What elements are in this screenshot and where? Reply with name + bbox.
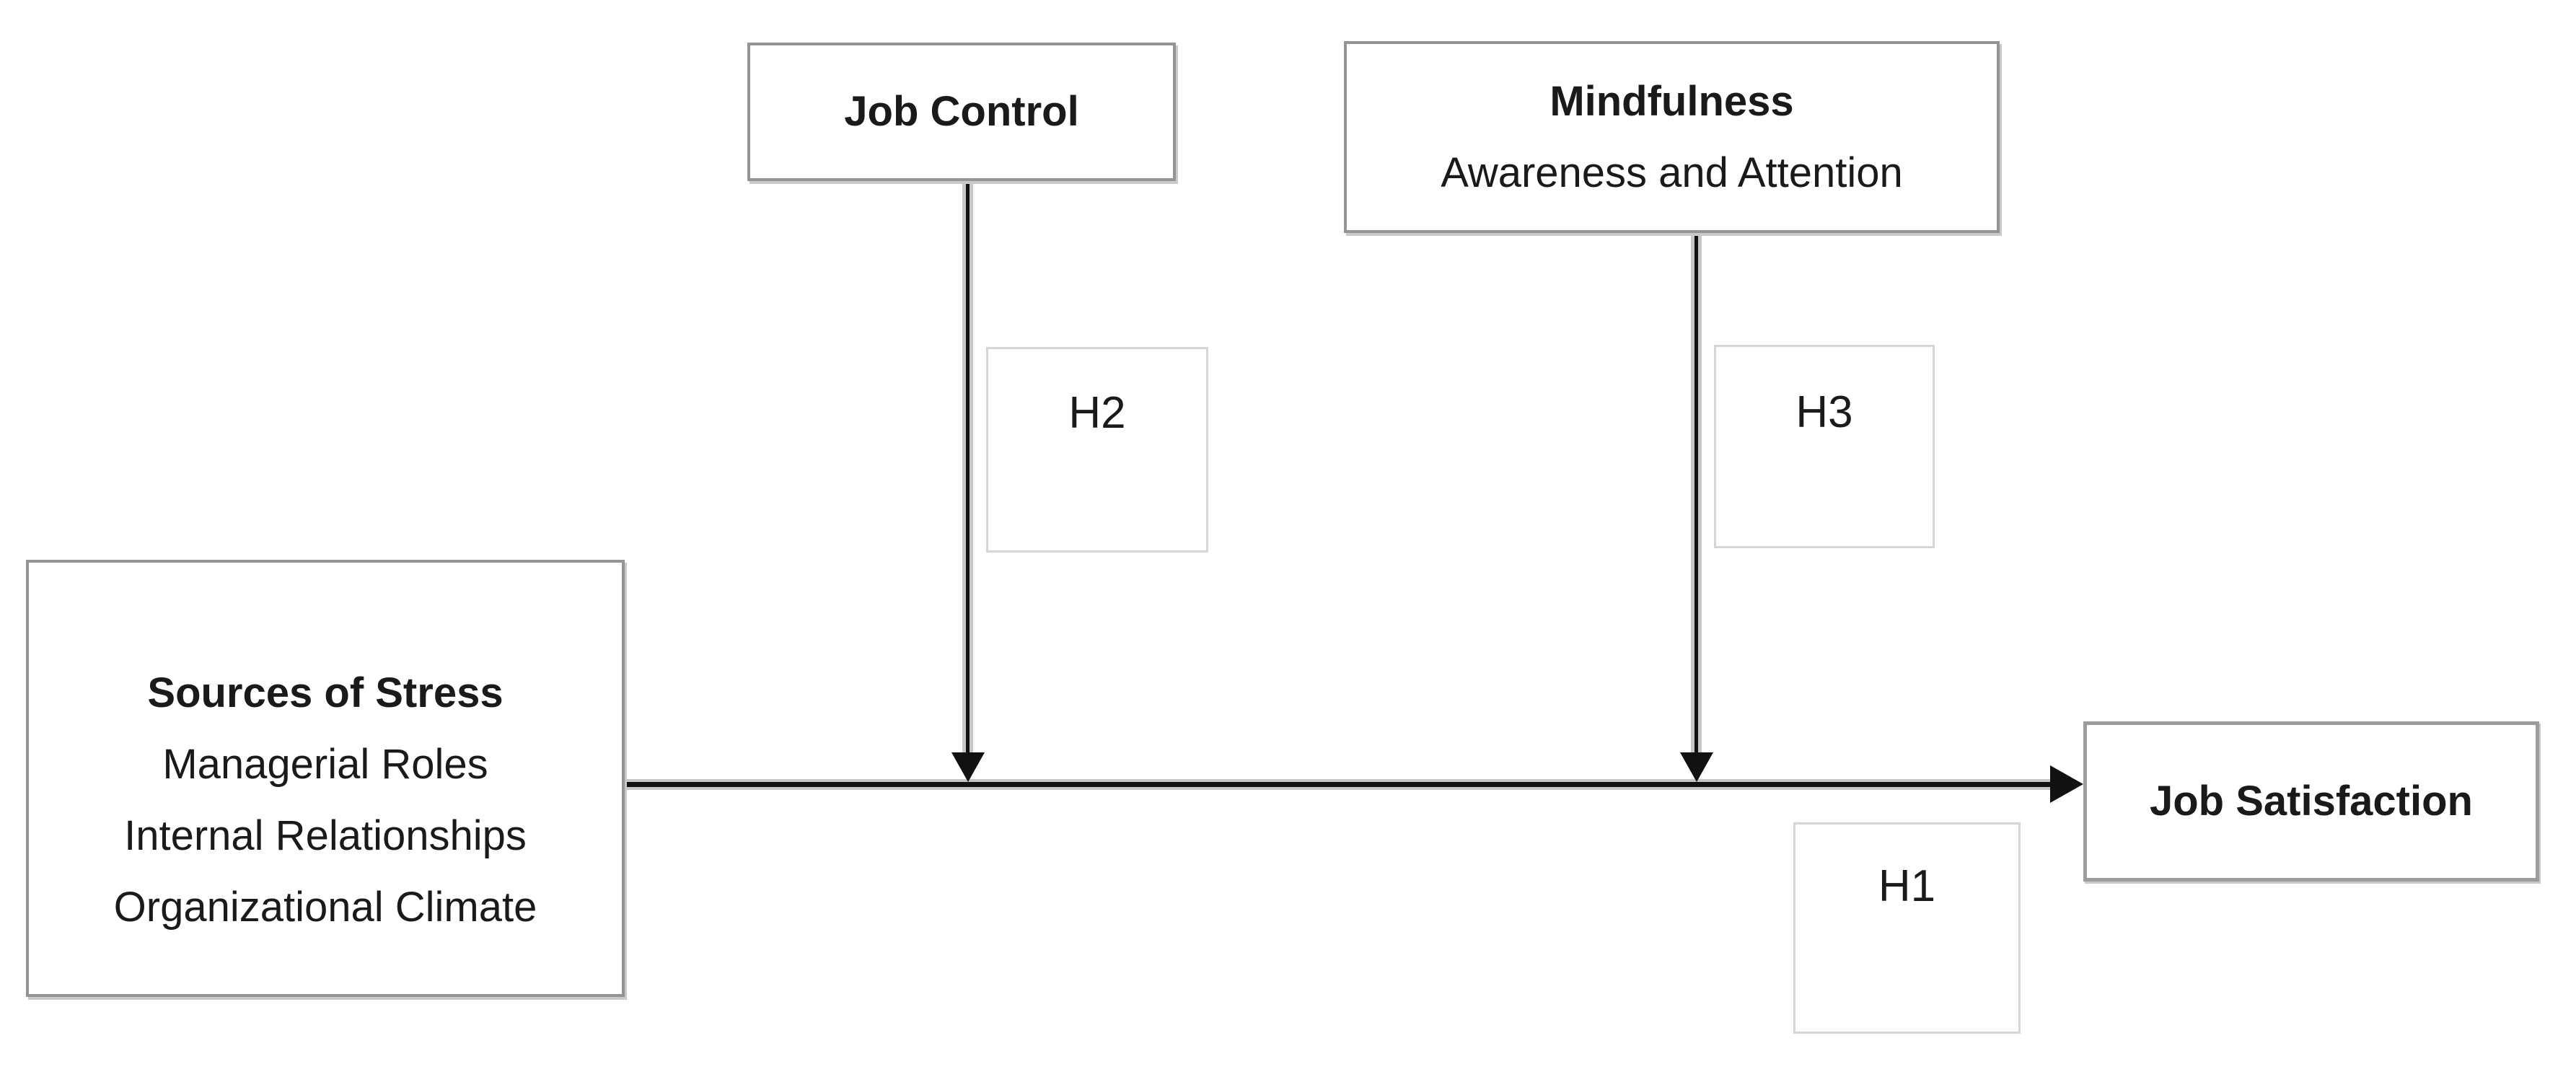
mindfulness-box: Mindfulness Awareness and Attention	[1344, 41, 2000, 233]
sources-of-stress-text: Sources of Stress Managerial Roles Inter…	[114, 657, 537, 943]
sources-of-stress-line: Organizational Climate	[113, 884, 537, 931]
sources-of-stress-line: Internal Relationships	[124, 812, 527, 859]
job-satisfaction-label: Job Satisfaction	[2150, 778, 2473, 825]
mindfulness-title: Mindfulness	[1549, 78, 1794, 125]
job-control-label: Job Control	[844, 88, 1079, 135]
mindfulness-text: Mindfulness Awareness and Attention	[1441, 66, 1903, 208]
mindfulness-moderator-arrow-line	[1691, 233, 1702, 752]
hypothesis-h1-label: H1	[1878, 861, 1936, 911]
hypothesis-h3-label: H3	[1795, 387, 1853, 437]
job-control-moderator-arrow-line	[962, 181, 973, 752]
sources-of-stress-line: Managerial Roles	[162, 741, 488, 788]
job-satisfaction-box: Job Satisfaction	[2083, 721, 2539, 882]
hypothesis-h2-box: H2	[986, 347, 1208, 553]
sources-of-stress-box: Sources of Stress Managerial Roles Inter…	[26, 560, 625, 997]
sources-of-stress-title: Sources of Stress	[147, 669, 504, 716]
arrowhead-right-icon	[2050, 765, 2083, 803]
main-effect-arrow-line	[625, 779, 2053, 790]
arrowhead-down-icon	[1680, 752, 1713, 782]
mindfulness-subtitle: Awareness and Attention	[1441, 149, 1903, 196]
hypothesis-h2-label: H2	[1068, 388, 1126, 438]
hypothesis-h3-box: H3	[1714, 345, 1935, 548]
arrowhead-down-icon	[951, 752, 985, 782]
job-control-box: Job Control	[747, 43, 1176, 181]
hypothesis-h1-box: H1	[1793, 822, 2021, 1034]
